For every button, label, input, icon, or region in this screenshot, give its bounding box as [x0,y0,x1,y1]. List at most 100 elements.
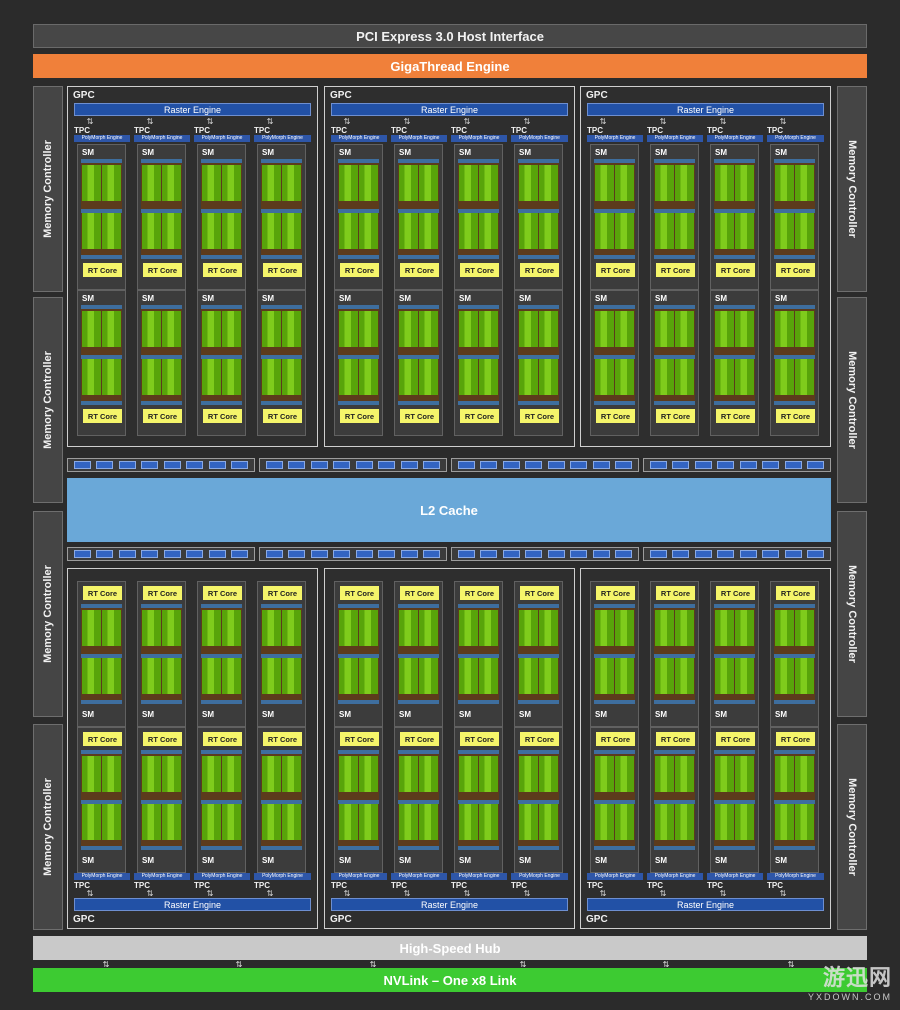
sm-label: SM [142,294,154,303]
register-strip [261,159,302,163]
cuda-core-block [655,804,674,840]
cuda-core-block [202,311,221,347]
sm-label: SM [459,856,471,865]
register-strip [594,305,635,309]
cuda-core-block [359,756,378,792]
cuda-core-block [655,610,674,646]
register-strip [338,159,379,163]
bidirectional-arrow-icon: ⇅ [206,889,214,898]
register-strip [81,604,122,608]
cuda-core-array [338,604,379,704]
cuda-core-block [162,213,181,249]
crossbar-cell [288,461,306,469]
register-strip [201,305,242,309]
cuda-core-block [399,658,418,694]
cuda-core-block [339,213,358,249]
bidirectional-arrow-icon: ⇅ [519,960,527,969]
rt-core: RT Core [656,732,695,746]
register-strip [141,355,182,359]
cuda-core-block [82,658,101,694]
sm-label: SM [262,294,274,303]
cuda-core-block [262,311,281,347]
cuda-core-block [339,165,358,201]
cuda-core-array [338,750,379,850]
cuda-core-block [775,658,794,694]
register-strip [774,700,815,704]
tpc-label: TPC [647,881,663,890]
cuda-core-block [359,311,378,347]
memory-controller-label: Memory Controller [846,351,859,449]
sm-label: SM [655,294,667,303]
cuda-core-block [479,359,498,395]
crossbar-cell [694,550,712,558]
register-strip [458,800,499,804]
cuda-core-block [595,359,614,395]
raster-engine: Raster Engine [331,898,568,911]
cuda-core-block [519,658,538,694]
cuda-core-block [539,359,558,395]
polymorph-engine: PolyMorph Engine [767,135,824,142]
register-strip [594,654,635,658]
register-strip [458,700,499,704]
cuda-core-array [458,604,499,704]
cuda-core-block [282,213,301,249]
crossbar-cell [378,461,396,469]
cuda-core-block [282,804,301,840]
cuda-core-block [735,804,754,840]
cuda-core-block [795,804,814,840]
register-strip [714,305,755,309]
register-strip [261,800,302,804]
crossbar-cell [208,550,226,558]
polymorph-engine: PolyMorph Engine [707,873,763,880]
cuda-core-block [142,610,161,646]
register-strip [141,800,182,804]
cuda-core-block [102,658,121,694]
cuda-core-block [399,804,418,840]
cuda-core-block [262,610,281,646]
crossbar-cell [807,550,825,558]
polymorph-engine: PolyMorph Engine [391,873,447,880]
cuda-core-array [654,159,695,259]
register-strip [201,750,242,754]
rt-core: RT Core [400,732,439,746]
memory-controller-right-3: Memory Controller [837,511,867,717]
bidirectional-arrow-icon: ⇅ [779,889,787,898]
memory-controller-label: Memory Controller [846,565,859,663]
rt-core: RT Core [263,732,302,746]
cuda-core-block [339,804,358,840]
register-strip [398,700,439,704]
register-strip [398,750,439,754]
register-strip [518,209,559,213]
cuda-core-block [459,610,478,646]
sm-label: SM [202,856,214,865]
l2-cache: L2 Cache [67,478,831,542]
sm-label: SM [595,148,607,157]
crossbar-cell [208,461,226,469]
cuda-core-block [715,658,734,694]
register-strip [518,355,559,359]
cuda-core-array [594,159,635,259]
rt-core: RT Core [340,263,379,277]
pcie-host-interface: PCI Express 3.0 Host Interface [33,24,867,48]
sm-label: SM [82,294,94,303]
cuda-core-block [202,658,221,694]
rt-core: RT Core [520,409,559,423]
tpc-label: TPC [331,126,347,135]
cuda-core-array [458,750,499,850]
cuda-core-block [519,213,538,249]
cuda-core-block [715,213,734,249]
crossbar-cell [141,461,159,469]
register-strip [338,355,379,359]
register-strip [774,305,815,309]
register-strip [261,846,302,850]
cuda-core-array [141,750,182,850]
memory-controller-right-4: Memory Controller [837,724,867,930]
register-strip [398,604,439,608]
rt-core: RT Core [716,263,755,277]
register-strip [714,255,755,259]
cuda-core-block [419,610,438,646]
